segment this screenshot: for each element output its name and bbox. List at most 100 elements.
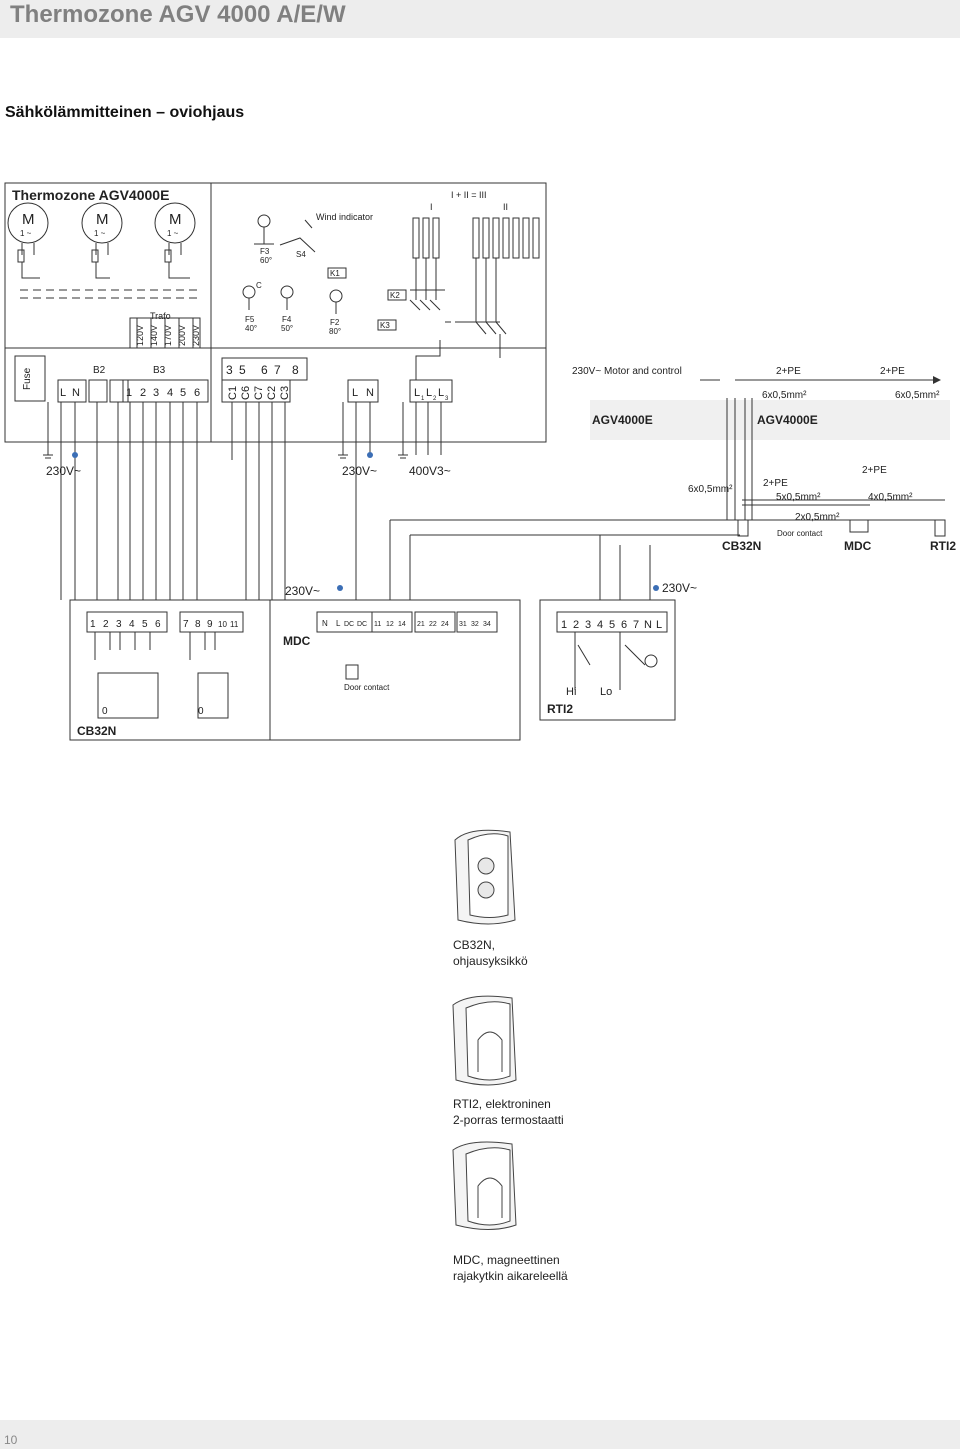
rti2-label-top: RTI2 — [930, 539, 956, 553]
mdc-term-32: 32 — [471, 621, 479, 628]
wind-indicator: Wind indicator — [316, 212, 373, 222]
cable-2x05: 2x0,5mm² — [795, 512, 840, 523]
cb-term-2: 2 — [103, 619, 109, 630]
rti2-label-lower: RTI2 — [547, 702, 573, 716]
rti-term-7: 7 — [633, 619, 639, 631]
cb-term-5: 5 — [142, 619, 148, 630]
terminal-l2: L — [426, 387, 432, 399]
c-num-6: 6 — [261, 363, 268, 377]
mdc-term-12: 12 — [386, 621, 394, 628]
block-b3: B3 — [153, 365, 166, 376]
relay-k2: K2 — [390, 291, 400, 300]
rti-term-l: L — [656, 619, 662, 631]
trafo-tap-230: 230V — [191, 325, 201, 346]
relay-k1: K1 — [330, 269, 340, 278]
cb-term-9: 9 — [207, 619, 213, 630]
trafo-tap-170: 170V — [163, 325, 173, 346]
motor-control-label: 230V~ Motor and control — [572, 366, 682, 377]
c-label-c2: C2 — [266, 386, 278, 400]
terminal-l1: L — [414, 387, 420, 399]
heater-group-2: II — [503, 202, 508, 212]
cb32n-product-image — [454, 829, 516, 925]
rti-term-n: N — [644, 619, 652, 631]
door-contact-lower: Door contact — [344, 683, 390, 692]
terminal-num-2: 2 — [140, 387, 146, 399]
terminal-num-1: 1 — [126, 387, 132, 399]
supply-400v3: 400V3~ — [409, 464, 451, 478]
rti2-caption-line-2: 2-porras termostaatti — [453, 1113, 564, 1127]
mdc-caption: MDC, magneettinen rajakytkin aikareleell… — [453, 1252, 568, 1284]
fuse-label: Fuse — [22, 367, 33, 390]
mdc-term-dc1: DC — [344, 621, 354, 628]
cb-term-1: 1 — [90, 619, 96, 630]
motor-3 — [154, 202, 196, 244]
cable-4x05: 4x0,5mm² — [868, 492, 913, 503]
motor-1-symbol: M — [22, 211, 35, 228]
mdc-term-11: 11 — [374, 621, 381, 628]
mdc-term-24: 24 — [441, 621, 449, 628]
c-label-c3: C3 — [279, 386, 291, 400]
page-number: 10 — [4, 1433, 18, 1447]
terminal-n-1: N — [72, 387, 80, 399]
heater-group-1: I — [430, 202, 433, 212]
mdc-term-34: 34 — [483, 621, 491, 628]
cb32n-caption-line-2: ohjausyksikkö — [453, 954, 528, 968]
header-band — [0, 0, 960, 38]
switch-s4: S4 — [296, 250, 306, 259]
cb-term-3: 3 — [116, 619, 122, 630]
mdc-term-n: N — [322, 619, 328, 628]
mdc-term-dc2: DC — [357, 621, 367, 628]
trafo-tap-200: 200V — [177, 325, 187, 346]
cb32n-label-top: CB32N — [722, 539, 761, 553]
heater-equation: I + II = III — [451, 190, 487, 200]
mdc-term-22: 22 — [429, 621, 437, 628]
c-num-5: 5 — [239, 363, 246, 377]
terminal-l-1: L — [60, 387, 66, 399]
c-label-c7: C7 — [253, 386, 265, 400]
pe-label-3: 2+PE — [763, 478, 788, 489]
f4-label: F4 — [282, 315, 292, 324]
supply-dots — [72, 452, 659, 591]
rti2-caption: RTI2, elektroninen 2-porras termostaatti — [453, 1096, 564, 1128]
cb-zero-2: 0 — [198, 706, 204, 717]
f3-temp: 60° — [260, 256, 272, 265]
cable-6x05-a: 6x0,5mm² — [762, 390, 807, 401]
cb32n-box — [69, 599, 521, 741]
pe-label-2: 2+PE — [880, 366, 905, 377]
f2-label: F2 — [330, 318, 340, 327]
f5-temp: 40° — [245, 324, 257, 333]
motor-3-symbol: M — [169, 211, 182, 228]
agv4000e-label-2: AGV4000E — [757, 413, 818, 427]
terminal-l3: L — [438, 387, 444, 399]
cb32n-caption-line-1: CB32N, — [453, 938, 496, 952]
mdc-product-image — [452, 1141, 517, 1230]
mdc-term-31: 31 — [459, 621, 467, 628]
motor-1 — [7, 202, 49, 244]
cb-term-10: 10 — [218, 620, 227, 629]
terminal-l-2: L — [352, 387, 358, 399]
rti-term-3: 3 — [585, 619, 591, 631]
cb-term-6: 6 — [155, 619, 161, 630]
terminal-num-4: 4 — [167, 387, 173, 399]
cable-6x05-c: 6x0,5mm² — [688, 484, 733, 495]
f2-temp: 80° — [329, 327, 341, 336]
mdc-term-l: L — [336, 619, 341, 628]
terminal-l-sub-2: 2 — [433, 396, 437, 402]
f5-label: F5 — [245, 315, 255, 324]
rti2-box — [539, 599, 676, 721]
supply-230v-4: 230V~ — [662, 581, 697, 595]
supply-230v-2: 230V~ — [342, 464, 377, 478]
mdc-caption-line-2: rajakytkin aikareleellä — [453, 1269, 568, 1283]
cb-term-4: 4 — [129, 619, 135, 630]
rti2-caption-line-1: RTI2, elektroninen — [453, 1097, 551, 1111]
cb-zero-1: 0 — [102, 706, 108, 717]
door-contact-top: Door contact — [777, 529, 823, 538]
c-num-3: 3 — [226, 363, 233, 377]
motor-1-phase: 1 ~ — [20, 229, 32, 238]
terminal-l-sub-3: 3 — [445, 396, 449, 402]
mdc-term-21: 21 — [417, 621, 425, 628]
motor-2-phase: 1 ~ — [94, 229, 106, 238]
terminal-l-sub-1: 1 — [421, 396, 425, 402]
trafo-tap-140: 140V — [149, 325, 159, 346]
trafo-tap-120: 120V — [135, 325, 145, 346]
